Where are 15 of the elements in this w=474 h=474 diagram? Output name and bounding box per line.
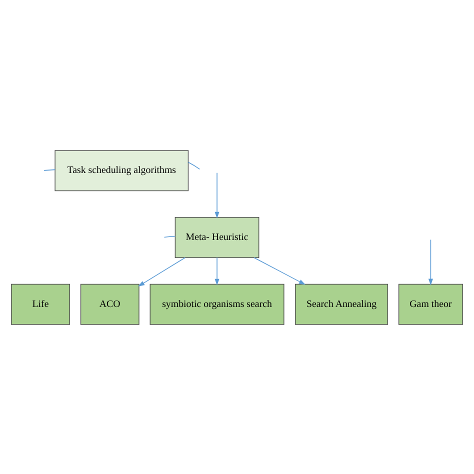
node-box: Search Annealing [295,283,388,324]
node-box: Life [11,283,70,324]
connector [188,161,200,170]
arrow [138,256,186,286]
node-box: Task scheduling algorithms [54,150,189,191]
node-box: symbiotic organisms search [150,283,284,324]
arrow [254,256,306,284]
node-box: Gam theor [398,283,463,324]
arrow [214,256,220,285]
connector [164,235,176,238]
node-box: Meta- Heuristic [174,216,260,258]
arrow [214,172,220,218]
connector [44,168,56,170]
arrow [428,238,434,285]
node-box: ACO [80,283,140,324]
